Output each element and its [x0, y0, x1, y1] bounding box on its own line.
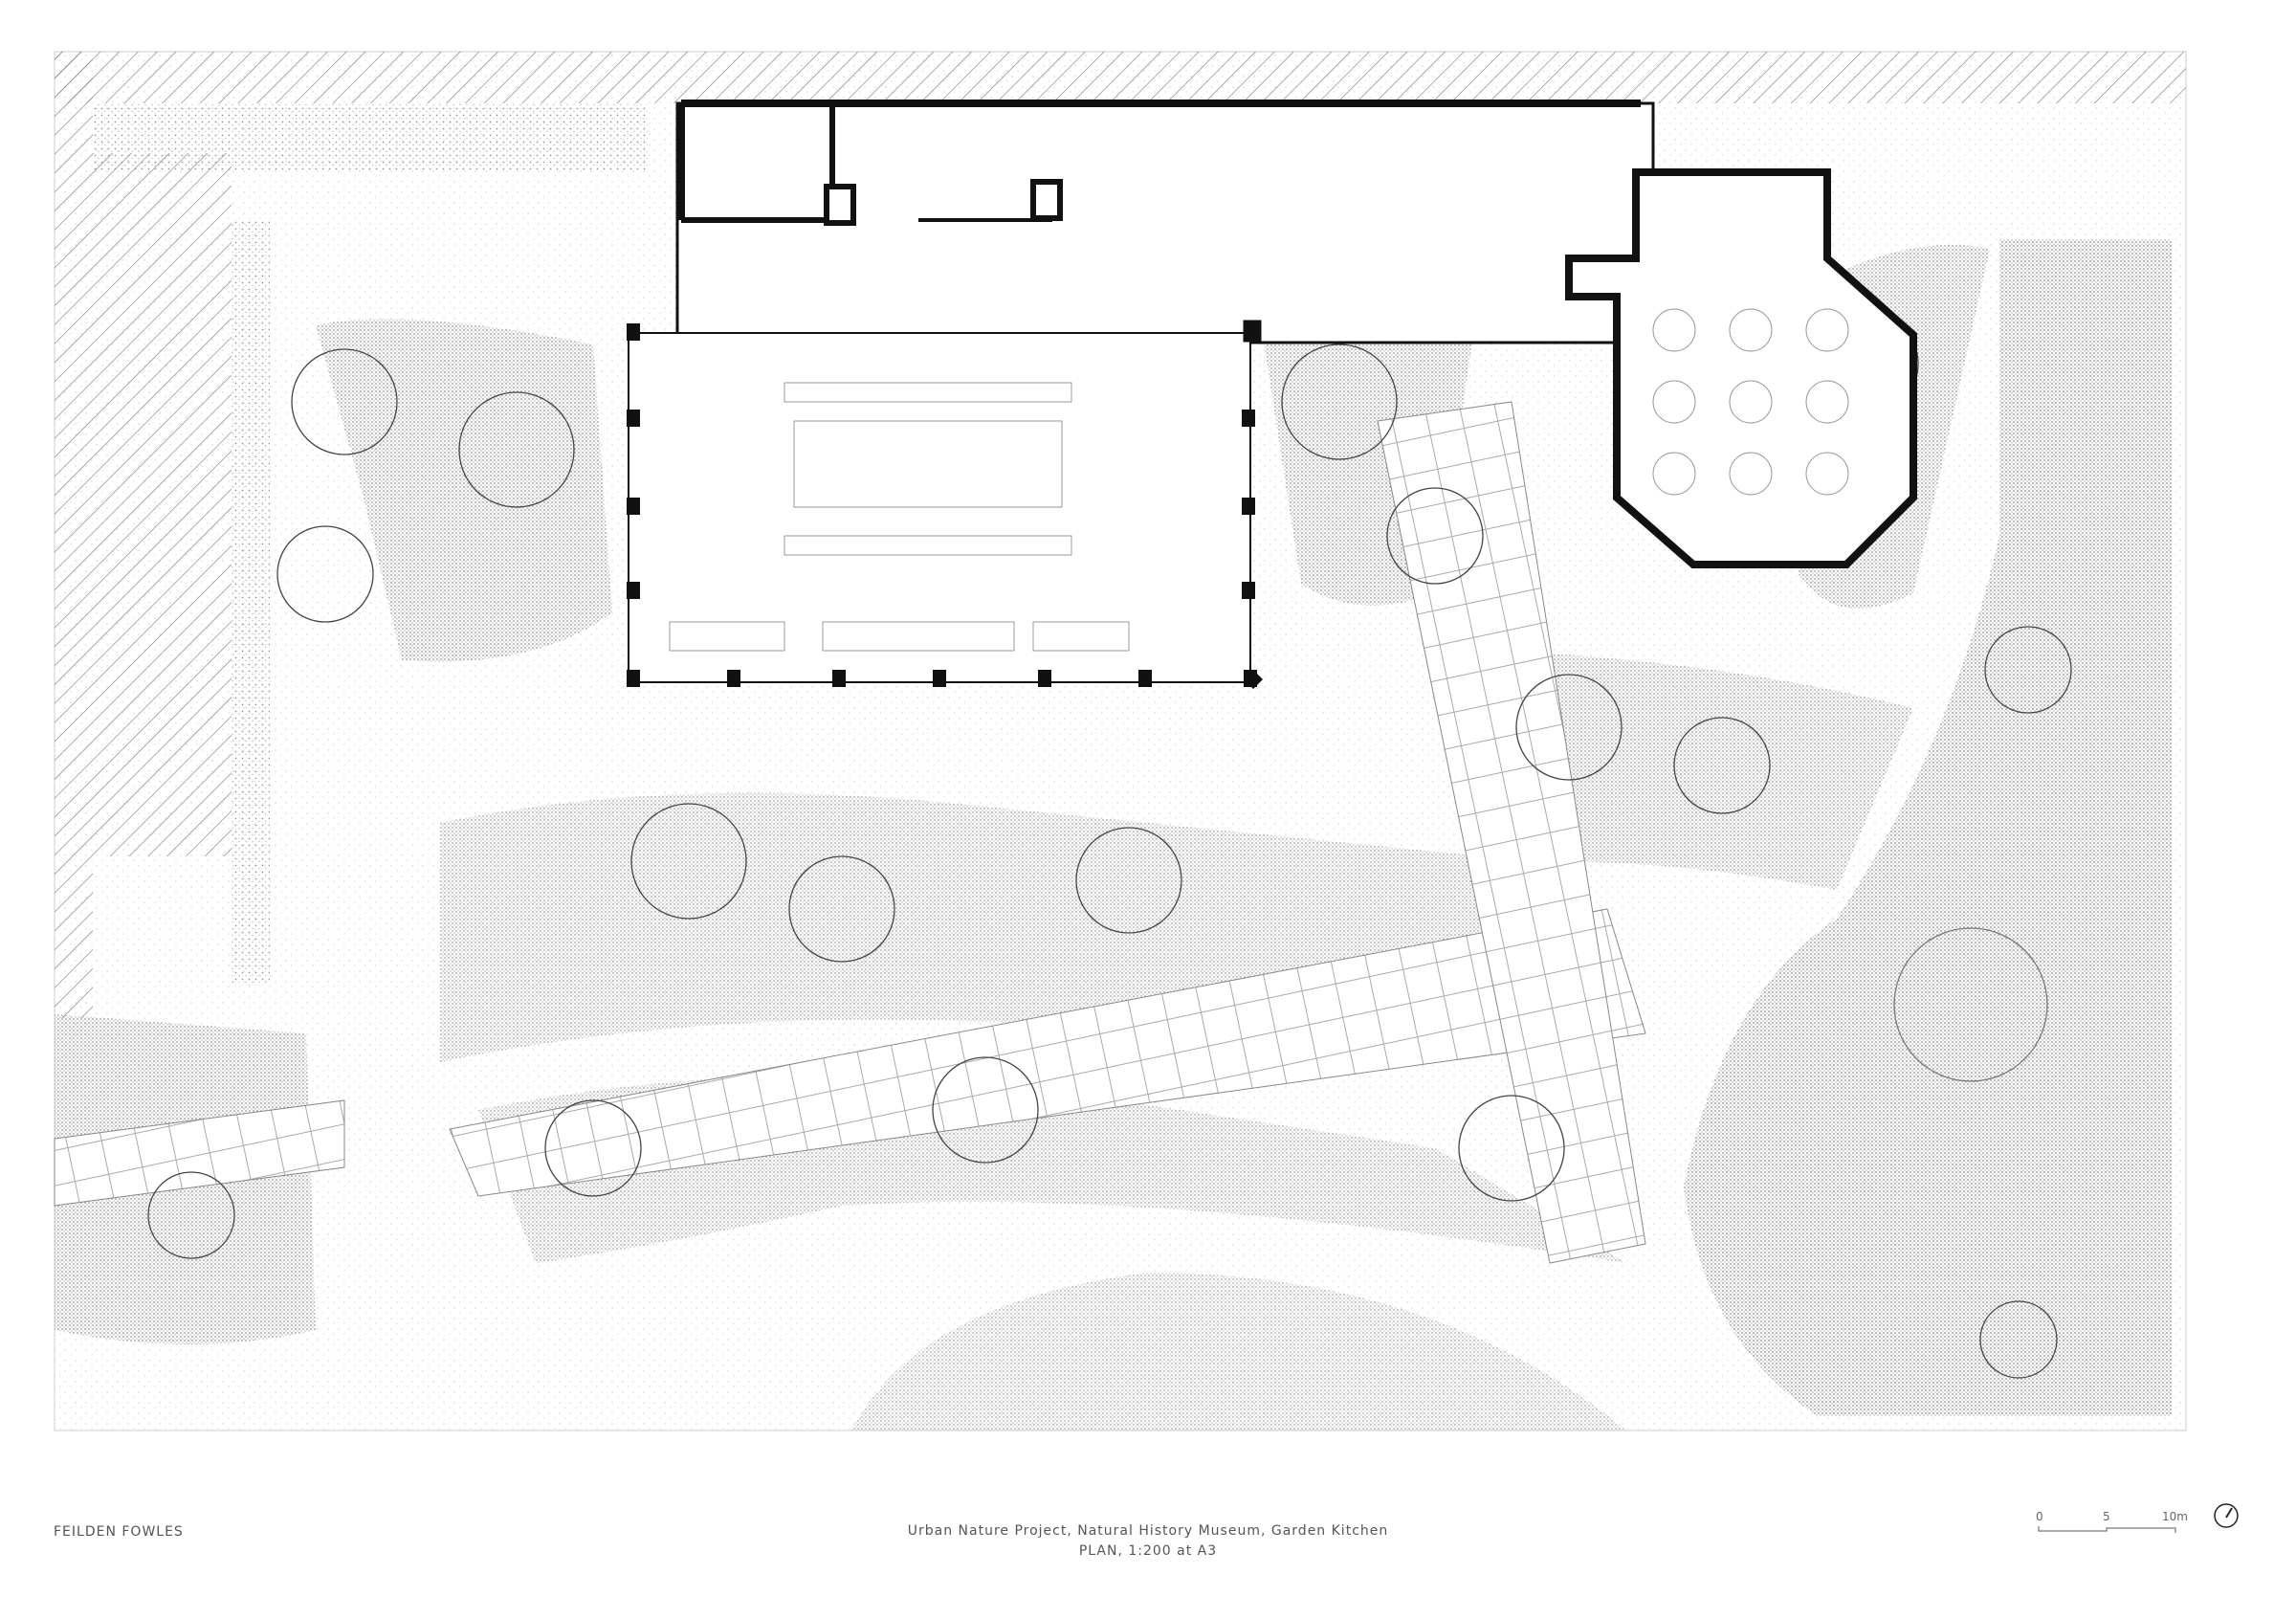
garden-kitchen-building — [628, 100, 1917, 683]
scale-bar — [2038, 1526, 2176, 1533]
drawing-title-line2: PLAN, 1:200 at A3 — [1078, 1543, 1218, 1559]
paved-paths — [54, 401, 1646, 1264]
drawing-title-line1: Urban Nature Project, Natural History Mu… — [907, 1523, 1389, 1539]
building-columns — [627, 323, 1263, 689]
scale-label-10m: 10m — [2162, 1510, 2188, 1523]
north-arrow-icon — [2214, 1503, 2239, 1528]
dining-tables — [669, 308, 1849, 652]
scale-label-5: 5 — [2103, 1510, 2110, 1523]
drawing-title: Urban Nature Project, Natural History Mu… — [0, 1521, 2296, 1562]
scale-label-0: 0 — [2036, 1510, 2043, 1523]
existing-building-hatch — [55, 52, 2186, 1018]
firm-name: FEILDEN FOWLES — [54, 1524, 184, 1540]
